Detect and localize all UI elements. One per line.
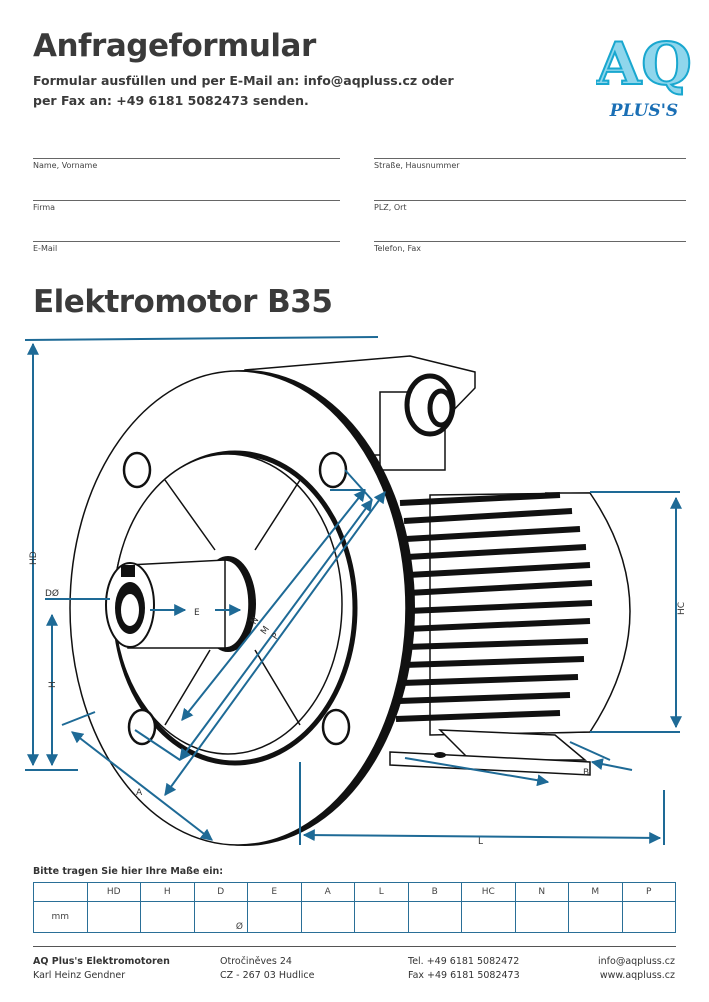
label-hc: HC [677, 602, 687, 615]
footer-person: Karl Heinz Gendner [33, 970, 126, 981]
company-logo: AQ PLUS'S [594, 12, 693, 122]
footer-phone-block: Tel. +49 6181 5082472 Fax +49 6181 50824… [408, 955, 520, 983]
label-e: E [194, 608, 200, 618]
company-label: Firma [33, 203, 56, 212]
d-input[interactable]: Ø [193, 901, 248, 933]
footer-web[interactable]: www.aqpluss.cz [599, 970, 675, 981]
instructions-line-2: per Fax an: +49 6181 5082473 senden. [33, 93, 309, 108]
footer-address-block: Otročiněves 24 CZ - 267 03 Hudlice [220, 955, 314, 983]
footer-divider [33, 946, 676, 947]
table-header-cell: L [354, 882, 409, 902]
footer-phone: Tel. +49 6181 5082472 [408, 956, 520, 967]
logo-mark: AQ [596, 30, 692, 98]
table-header-row: HD H D E A L B HC N M P [33, 882, 676, 902]
company-field[interactable] [33, 200, 340, 201]
table-header-cell: H [140, 882, 195, 902]
footer-street: Otročiněves 24 [220, 956, 292, 967]
phone-fax-label: Telefon, Fax [374, 244, 421, 253]
zip-city-label: PLZ, Ort [374, 203, 407, 212]
table-header-cell [33, 882, 88, 902]
shaft [105, 556, 256, 652]
email-field[interactable] [33, 241, 340, 242]
label-d: DØ [45, 588, 59, 599]
table-header-cell: A [300, 882, 355, 902]
instructions-line-1: Formular ausfüllen und per E-Mail an: in… [33, 73, 454, 88]
form-title: Anfrageformular [33, 28, 316, 64]
name-field[interactable] [33, 158, 340, 159]
label-n: N [249, 615, 261, 626]
street-label: Straße, Hausnummer [374, 161, 460, 170]
a-input[interactable] [300, 901, 355, 933]
label-l: L [478, 837, 483, 847]
footer-city: CZ - 267 03 Hudlice [220, 970, 315, 981]
b-input[interactable] [407, 901, 462, 933]
table-value-row: mm Ø [33, 901, 676, 933]
logo-text: PLUS'S [609, 101, 678, 121]
footer-email[interactable]: info@aqpluss.cz [598, 956, 675, 967]
motor-body [395, 492, 631, 736]
email-label: E-Mail [33, 244, 58, 253]
name-label: Name, Vorname [33, 161, 98, 170]
table-header-cell: P [621, 882, 676, 902]
table-header-cell: M [568, 882, 623, 902]
label-b: B [583, 768, 589, 778]
footer-company: AQ Plus's Elektromotoren [33, 956, 170, 967]
table-header-cell: D [193, 882, 248, 902]
n-input[interactable] [514, 901, 569, 933]
table-header-cell: B [407, 882, 462, 902]
dimensions-table: HD H D E A L B HC N M P mm Ø [33, 882, 676, 933]
l-input[interactable] [354, 901, 409, 933]
section-title: Elektromotor B35 [33, 284, 333, 320]
table-header-cell: N [514, 882, 569, 902]
unit-label: mm [33, 901, 88, 933]
footer-fax: Fax +49 6181 5082473 [408, 970, 520, 981]
table-header-cell: E [247, 882, 302, 902]
e-input[interactable] [247, 901, 302, 933]
label-p: P [270, 631, 282, 642]
street-field[interactable] [374, 158, 686, 159]
phone-fax-field[interactable] [374, 241, 686, 242]
p-input[interactable] [621, 901, 676, 933]
zip-city-field[interactable] [374, 200, 686, 201]
label-hd: HD [29, 551, 39, 565]
motor-feet [389, 729, 591, 776]
footer-company-block: AQ Plus's Elektromotoren Karl Heinz Gend… [33, 955, 170, 983]
label-h: H [48, 681, 58, 688]
m-input[interactable] [568, 901, 623, 933]
diameter-symbol: Ø [235, 922, 243, 932]
label-a: A [136, 788, 143, 798]
table-header-cell: HD [86, 882, 141, 902]
table-note: Bitte tragen Sie hier Ihre Maße ein: [33, 866, 224, 877]
dimension-lines [24, 336, 682, 845]
table-header-cell: HC [461, 882, 516, 902]
hc-input[interactable] [461, 901, 516, 933]
h-input[interactable] [140, 901, 195, 933]
footer-web-block: info@aqpluss.cz www.aqpluss.cz [598, 955, 675, 983]
hd-input[interactable] [86, 901, 141, 933]
motor-drawing: HD H DØ E HC L A B N M P [0, 330, 709, 860]
